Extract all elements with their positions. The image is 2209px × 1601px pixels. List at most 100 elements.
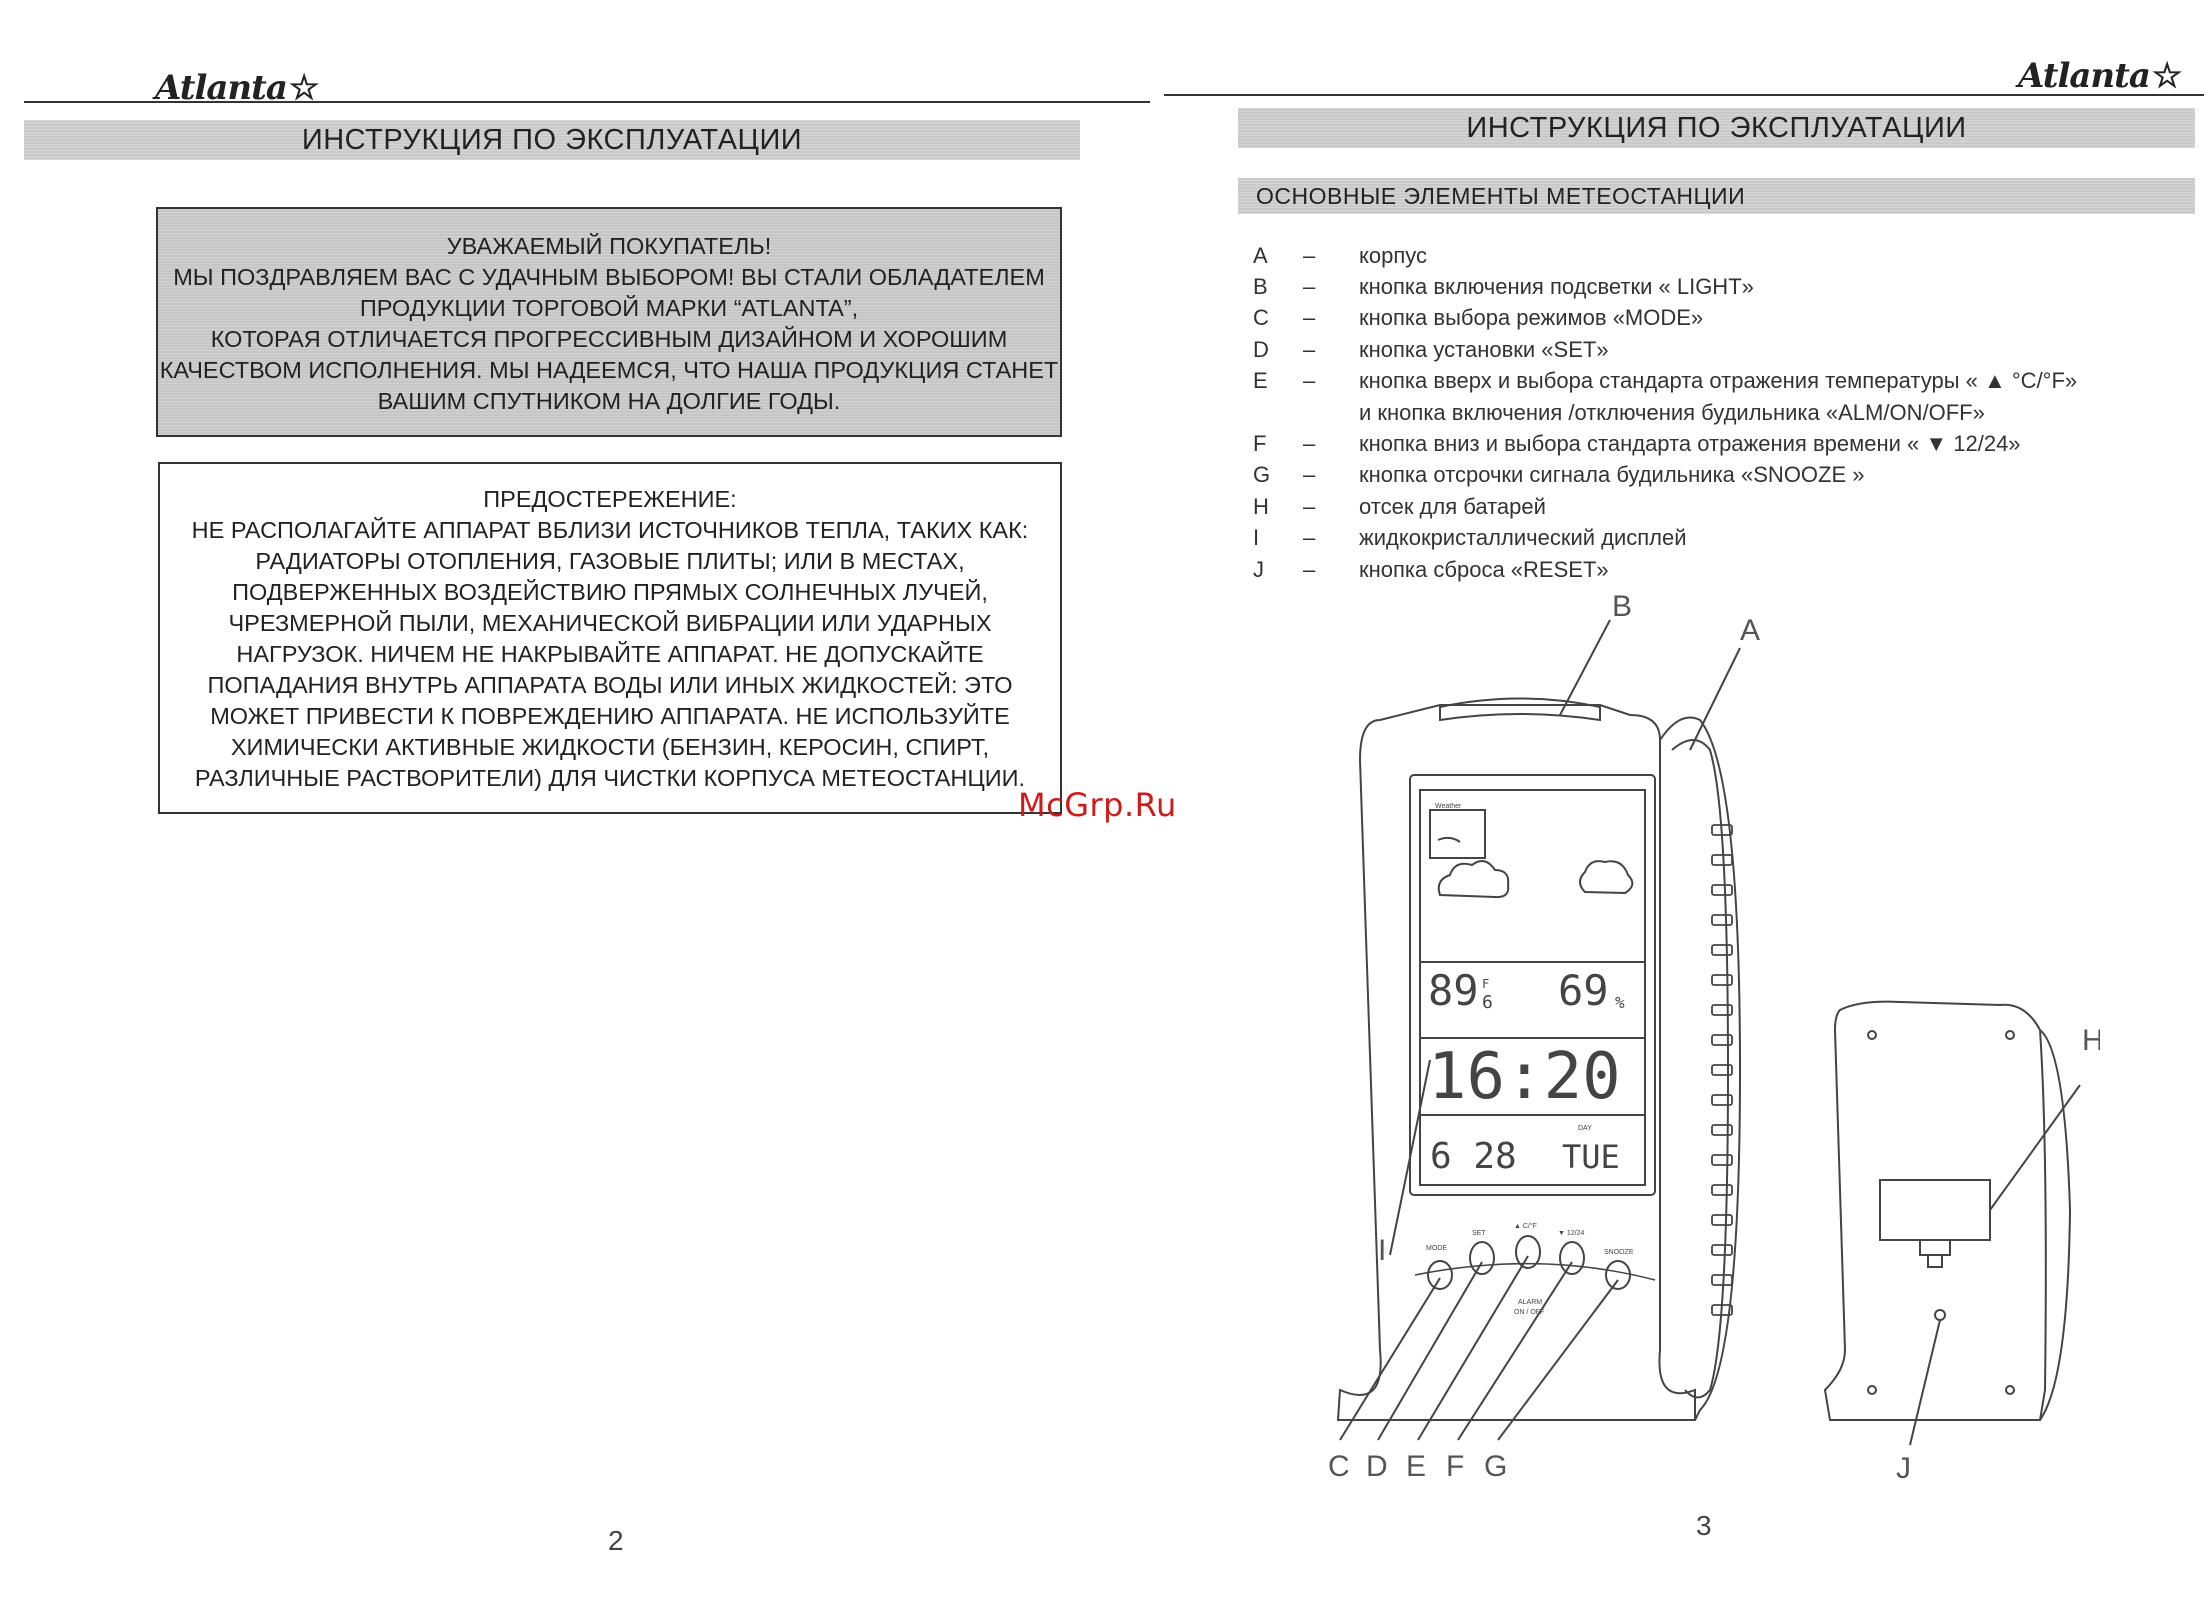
greeting-box: УВАЖАЕМЫЙ ПОКУПАТЕЛЬ! МЫ ПОЗДРАВЛЯЕМ ВАС…: [156, 207, 1062, 437]
warning-line: ПОДВЕРЖЕННЫХ ВОЗДЕЙСТВИЮ ПРЯМЫХ СОЛНЕЧНЫ…: [232, 579, 988, 605]
callout-c: C: [1328, 1450, 1350, 1483]
page-title: ИНСТРУКЦИЯ ПО ЭКСПЛУАТАЦИИ: [301, 123, 803, 156]
cloud-icon: [1579, 860, 1634, 895]
item-text: кнопка выбора режимов «MODE»: [1359, 305, 1704, 331]
greeting-line: КОТОРАЯ ОТЛИЧАЕТСЯ ПРОГРЕССИВНЫМ ДИЗАЙНО…: [210, 326, 1008, 352]
item-key: F: [1253, 431, 1267, 457]
item-dash: –: [1303, 368, 1316, 394]
list-item: E – кнопка вверх и выбора стандарта отраже…: [1253, 366, 2077, 397]
mode-button: [1427, 1260, 1453, 1290]
grill-slots: [1711, 824, 1733, 1316]
list-item: J–кнопка сброса «RESET»: [1253, 554, 2077, 585]
item-dash: –: [1303, 305, 1316, 331]
lcd-temperature: 89: [1428, 966, 1479, 1015]
light-button-shape: [1439, 697, 1601, 722]
down-label: ▼ 12/24: [1558, 1230, 1584, 1237]
page-number: 3: [1696, 1510, 1712, 1541]
lcd-time: 16:20: [1428, 1040, 1621, 1114]
alarm-label: ALARM: [1518, 1299, 1542, 1306]
callout-f: F: [1446, 1450, 1464, 1483]
star-icon: ☆: [2151, 56, 2183, 96]
item-dash: –: [1303, 431, 1316, 457]
list-item: C – кнопка выбора режимов «MODE»: [1253, 303, 2077, 334]
mode-label: MODE: [1426, 1245, 1447, 1252]
warning-line: НАГРУЗОК. НИЧЕМ НЕ НАКРЫВАЙТЕ АППАРАТ. Н…: [236, 641, 984, 667]
lcd-humidity: 69: [1558, 966, 1609, 1015]
item-key: A: [1253, 242, 1268, 268]
callout-j: J: [1896, 1452, 1911, 1485]
list-item: F – кнопка вниз и выбора стандарта отражен…: [1253, 428, 2077, 459]
greeting-line: УВАЖАЕМЫЙ ПОКУПАТЕЛЬ!: [446, 233, 772, 259]
callout-a: A: [1740, 614, 1760, 647]
warning-line: ПРЕДОСТЕРЕЖЕНИЕ:: [483, 486, 737, 512]
item-text: и кнопка включения /отключения будильник…: [1359, 399, 1985, 425]
item-text: кнопка вверх и выбора стандарта отражени…: [1359, 368, 2078, 394]
item-text: кнопка отсрочки сигнала будильника «SNOO…: [1359, 462, 1865, 488]
item-text: кнопка установки «SET»: [1359, 336, 1609, 362]
set-label: SET: [1472, 1230, 1486, 1237]
greeting-line: КАЧЕСТВОМ ИСПОЛНЕНИЯ. МЫ НАДЕЕМСЯ, ЧТО Н…: [159, 357, 1059, 383]
up-button: [1515, 1235, 1541, 1269]
lcd-temp-unit: F: [1482, 977, 1489, 991]
item-dash: –: [1303, 462, 1316, 488]
lcd-humidity-unit: %: [1615, 993, 1625, 1012]
lcd-date: 6 28: [1430, 1136, 1517, 1177]
section-title-band: ОСНОВНЫЕ ЭЛЕМЕНТЫ МЕТЕОСТАНЦИИ: [1238, 178, 2195, 214]
up-label: ▲ C/°F: [1514, 1222, 1537, 1230]
list-item: H–отсек для батарей: [1253, 491, 2077, 522]
page-title-band: ИНСТРУКЦИЯ ПО ЭКСПЛУАТАЦИИ: [24, 120, 1080, 160]
page-title: ИНСТРУКЦИЯ ПО ЭКСПЛУАТАЦИИ: [1466, 111, 1967, 144]
warning-line: ПОПАДАНИЯ ВНУТРЬ АППАРАТА ВОДЫ ИЛИ ИНЫХ …: [207, 672, 1013, 698]
battery-compartment: [1879, 1179, 1991, 1241]
list-item: I–жидкокристаллический дисплей: [1253, 523, 2077, 554]
item-dash: –: [1303, 336, 1316, 362]
set-button: [1469, 1241, 1495, 1275]
lcd-day-label: DAY: [1578, 1125, 1592, 1132]
snooze-label: SNOOZE: [1604, 1249, 1634, 1256]
section-title: ОСНОВНЫЕ ЭЛЕМЕНТЫ МЕТЕОСТАНЦИИ: [1256, 182, 1746, 209]
page-title-band: ИНСТРУКЦИЯ ПО ЭКСПЛУАТАЦИИ: [1238, 108, 2195, 148]
item-text: отсек для батарей: [1359, 493, 1546, 519]
list-item: D – кнопка установки «SET»: [1253, 334, 2077, 365]
callout-g: G: [1484, 1450, 1507, 1483]
lcd-frame: [1409, 774, 1656, 1196]
warning-line: ЧРЕЗМЕРНОЙ ПЫЛИ, МЕХАНИЧЕСКОЙ ВИБРАЦИИ И…: [228, 610, 992, 636]
callout-h: H: [2082, 1024, 2100, 1057]
warning-line: РАДИАТОРЫ ОТОПЛЕНИЯ, ГАЗОВЫЕ ПЛИТЫ; ИЛИ …: [255, 548, 965, 574]
header-rule: [1164, 94, 2204, 96]
item-text: кнопка сброса «RESET»: [1359, 556, 1609, 582]
item-key: B: [1253, 274, 1268, 300]
list-item: G–кнопка отсрочки сигнала будильника «SN…: [1253, 460, 2077, 491]
down-button: [1559, 1241, 1585, 1275]
warning-box: ПРЕДОСТЕРЕЖЕНИЕ: НЕ РАСПОЛАГАЙТЕ АППАРАТ…: [158, 462, 1062, 814]
list-item: A–корпус: [1253, 240, 2077, 271]
item-text: кнопка включения подсветки « LIGHT»: [1359, 274, 1754, 300]
item-dash: –: [1303, 274, 1316, 300]
callout-i: I: [1378, 1234, 1386, 1267]
list-item-continuation: и кнопка включения /отключения будильник…: [1253, 397, 2077, 428]
item-key: E: [1253, 368, 1268, 394]
warning-line: МОЖЕТ ПРИВЕСТИ К ПОВРЕЖДЕНИЮ АППАРАТА. Н…: [210, 703, 1010, 729]
item-key: D: [1253, 336, 1269, 362]
item-dash: –: [1303, 493, 1316, 519]
warning-line: РАЗЛИЧНЫЕ РАСТВОРИТЕЛИ) ДЛЯ ЧИСТКИ КОРПУ…: [194, 765, 1026, 791]
left-page: Atlanta☆ ИНСТРУКЦИЯ ПО ЭКСПЛУАТАЦИИ УВАЖ…: [24, 68, 1150, 1556]
snooze-button: [1605, 1260, 1631, 1290]
elements-list: A–корпус B–кнопка включения подсветки « …: [1253, 240, 2077, 585]
item-text: жидкокристаллический дисплей: [1359, 525, 1687, 551]
item-dash: –: [1303, 556, 1316, 582]
page-number: 2: [608, 1525, 624, 1556]
item-key: I: [1253, 525, 1260, 551]
list-item: B – кнопка включения подсветки « LIGHT»: [1253, 271, 2077, 302]
item-text: кнопка вниз и выбора стандарта отражения…: [1359, 431, 2021, 457]
brand-name: Atlanta: [2018, 56, 2151, 96]
item-key: C: [1253, 305, 1269, 331]
item-dash: –: [1303, 242, 1316, 268]
warning-line: НЕ РАСПОЛАГАЙТЕ АППАРАТ ВБЛИЗИ ИСТОЧНИКО…: [191, 517, 1029, 543]
lcd-day: TUE: [1562, 1138, 1620, 1176]
device-back-body: [1823, 1000, 2047, 1421]
callout-d: D: [1366, 1450, 1388, 1483]
header-rule: [24, 101, 1150, 103]
warning-line: ХИМИЧЕСКИ АКТИВНЫЕ ЖИДКОСТИ (БЕНЗИН, КЕР…: [230, 734, 990, 760]
reset-button: [1934, 1309, 1946, 1321]
